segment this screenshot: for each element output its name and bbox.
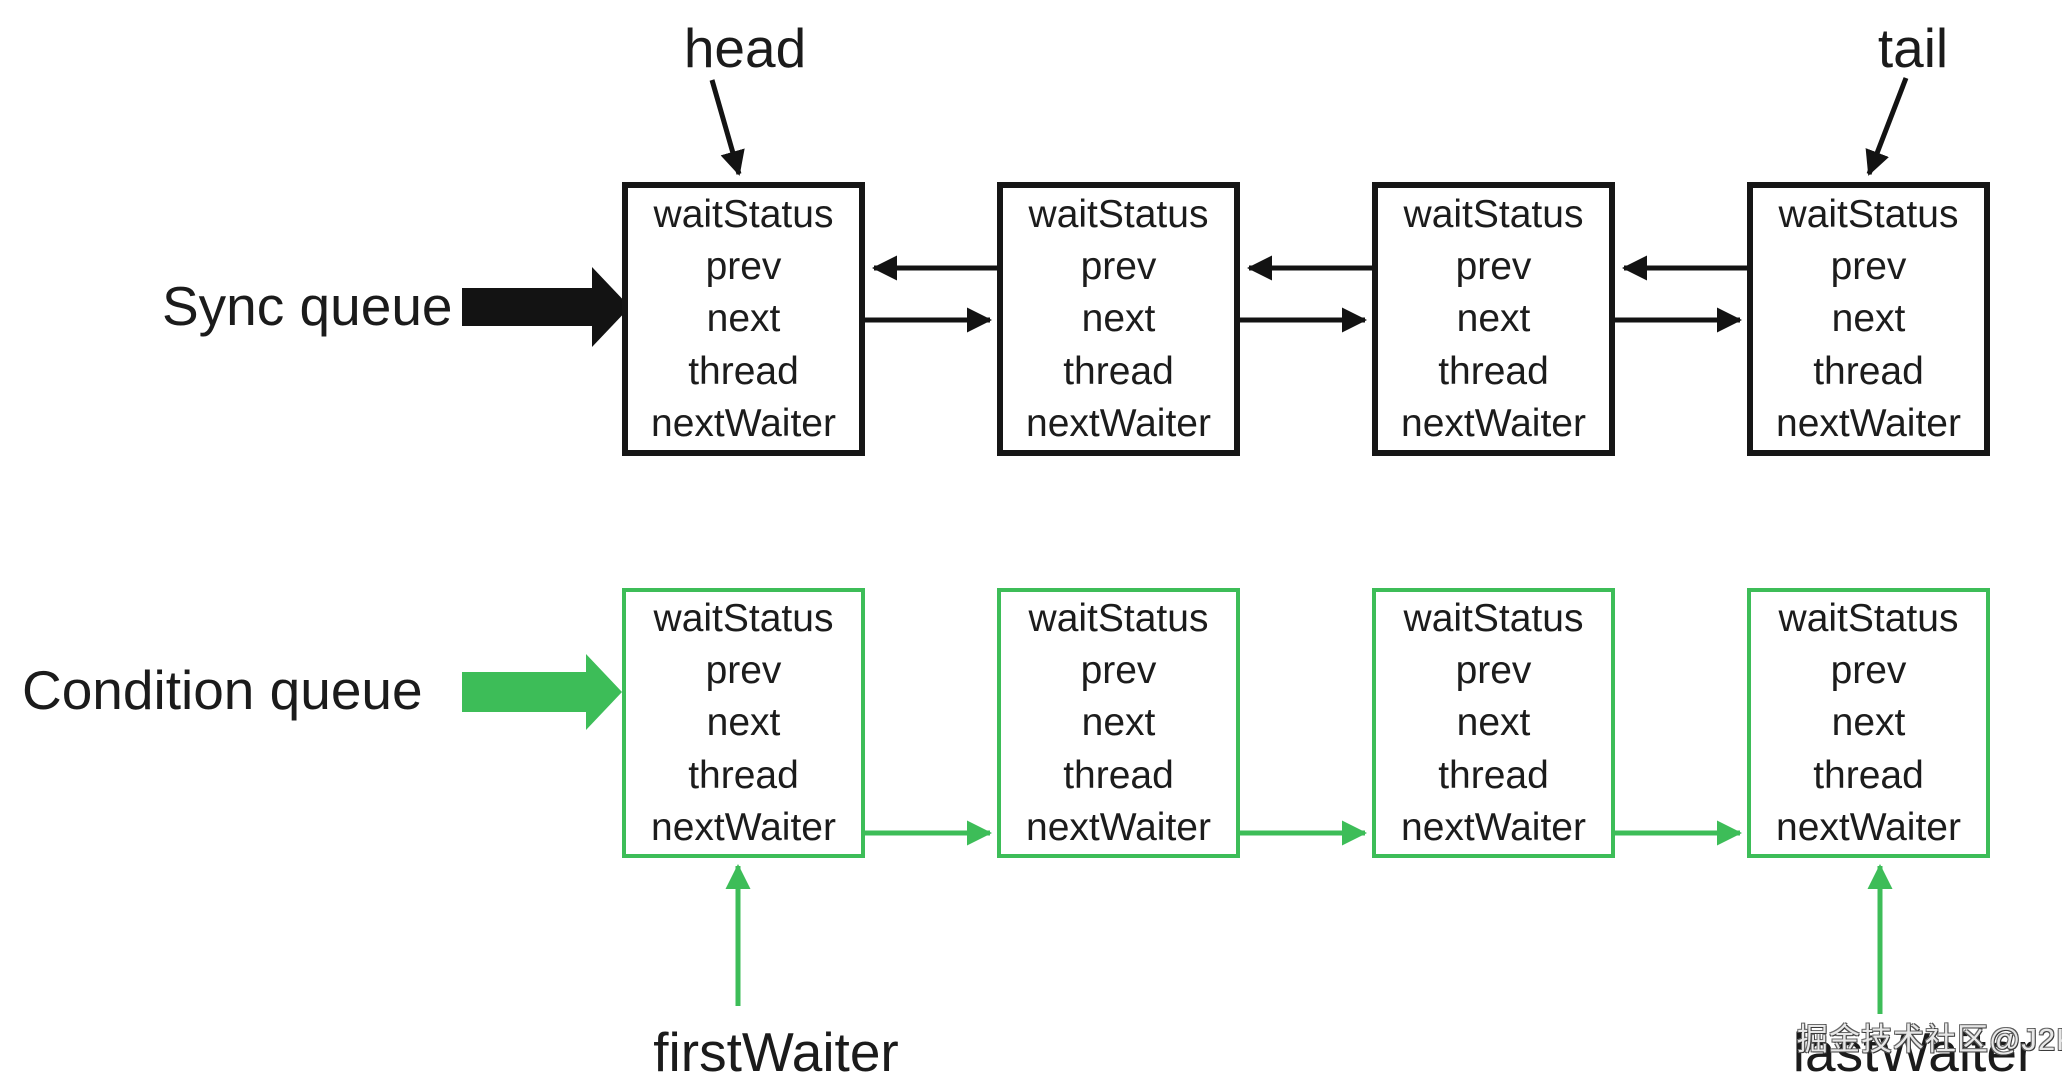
condition-queue-node: waitStatus prev next thread nextWaiter: [622, 588, 865, 858]
node-field-next: next: [1456, 297, 1531, 341]
node-field-thread: thread: [1813, 753, 1924, 797]
node-field-waitstatus: waitStatus: [653, 192, 834, 236]
sync-queue-node: waitStatus prev next thread nextWaiter: [997, 182, 1240, 456]
node-field-prev: prev: [1830, 649, 1907, 693]
node-field-waitstatus: waitStatus: [1403, 596, 1584, 640]
node-field-prev: prev: [1455, 649, 1532, 693]
sync-queue-label: Sync queue: [162, 275, 453, 337]
node-field-nextwaiter: nextWaiter: [651, 806, 836, 850]
sync-queue-node: waitStatus prev next thread nextWaiter: [1372, 182, 1615, 456]
node-field-prev: prev: [1080, 649, 1157, 693]
node-field-next: next: [706, 701, 781, 745]
head-label: head: [683, 17, 807, 79]
node-field-nextwaiter: nextWaiter: [1401, 806, 1586, 850]
node-field-nextwaiter: nextWaiter: [1776, 402, 1961, 446]
node-field-prev: prev: [1080, 245, 1157, 289]
arrow-shaft: [462, 288, 594, 326]
tail-pointer-arrow: [1865, 77, 1909, 176]
node-field-next: next: [1831, 297, 1906, 341]
arrow-shaft: [462, 672, 588, 712]
node-field-nextwaiter: nextWaiter: [651, 402, 836, 446]
node-field-thread: thread: [1438, 349, 1549, 393]
last-waiter-label: lastWaiter: [1792, 1021, 2036, 1083]
sync-queue-node: waitStatus prev next thread nextWaiter: [1747, 182, 1990, 456]
node-field-next: next: [1081, 297, 1156, 341]
node-field-thread: thread: [1438, 753, 1549, 797]
node-field-nextwaiter: nextWaiter: [1776, 806, 1961, 850]
node-field-thread: thread: [1813, 349, 1924, 393]
condition-queue-label: Condition queue: [22, 659, 423, 721]
watermark: 掘金技术社区@J2K: [1797, 1022, 2062, 1057]
tail-label: tail: [1877, 17, 1949, 79]
node-field-waitstatus: waitStatus: [653, 596, 834, 640]
node-field-prev: prev: [705, 245, 782, 289]
node-field-nextwaiter: nextWaiter: [1401, 402, 1586, 446]
node-field-waitstatus: waitStatus: [1028, 596, 1209, 640]
node-field-waitstatus: waitStatus: [1403, 192, 1584, 236]
node-field-thread: thread: [688, 753, 799, 797]
node-field-next: next: [1831, 701, 1906, 745]
node-field-next: next: [706, 297, 781, 341]
node-field-thread: thread: [1063, 753, 1174, 797]
condition-queue-node: waitStatus prev next thread nextWaiter: [1372, 588, 1615, 858]
condition-queue-node: waitStatus prev next thread nextWaiter: [1747, 588, 1990, 858]
node-field-next: next: [1456, 701, 1531, 745]
node-field-waitstatus: waitStatus: [1778, 596, 1959, 640]
node-field-thread: thread: [688, 349, 799, 393]
condition-queue-node: waitStatus prev next thread nextWaiter: [997, 588, 1240, 858]
node-field-thread: thread: [1063, 349, 1174, 393]
node-field-next: next: [1081, 701, 1156, 745]
head-pointer-arrow: [709, 79, 745, 176]
node-field-nextwaiter: nextWaiter: [1026, 806, 1211, 850]
node-field-nextwaiter: nextWaiter: [1026, 402, 1211, 446]
node-field-prev: prev: [1830, 245, 1907, 289]
node-field-waitstatus: waitStatus: [1028, 192, 1209, 236]
node-field-prev: prev: [705, 649, 782, 693]
sync-queue-node: waitStatus prev next thread nextWaiter: [622, 182, 865, 456]
first-waiter-label: firstWaiter: [653, 1021, 899, 1083]
arrow-head-icon: [586, 654, 622, 730]
node-field-waitstatus: waitStatus: [1778, 192, 1959, 236]
node-field-prev: prev: [1455, 245, 1532, 289]
